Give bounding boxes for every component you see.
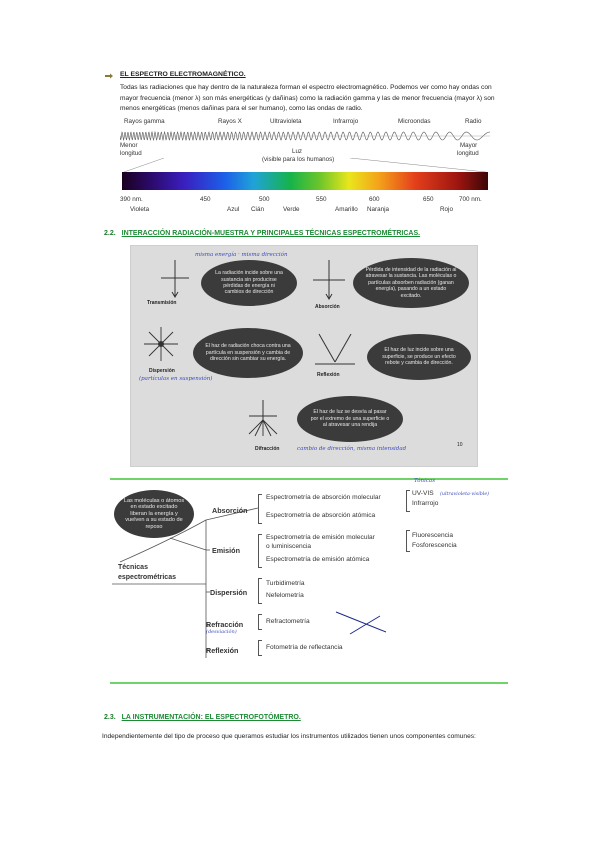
spectrum-label-ir: Infrarrojo	[333, 118, 359, 125]
spectrum-center-label-1: Luz	[292, 148, 302, 155]
brace-uv	[406, 490, 410, 512]
handwritten-note-refraccion: (desviación)	[206, 629, 237, 635]
spectrum-figure: Rayos gamma Rayos X Ultravioleta Infrarr…	[120, 118, 490, 218]
interaction-diagram-photo: misma energía · misma dirección La radia…	[130, 245, 478, 467]
subsection-2-3-heading: 2.3. LA INSTRUMENTACIÓN: EL ESPECTROFOTÓ…	[104, 714, 301, 721]
dispersion-burst-icon	[144, 327, 178, 361]
brace-refraccion	[258, 614, 262, 630]
handwritten-note-dispersion: (partículas en suspensión)	[139, 376, 213, 382]
reflection-arrow-icon	[315, 333, 355, 365]
item-abs-molecular: Espectrometría de absorción molecular	[266, 494, 381, 501]
techniques-title-1: Técnicas	[118, 564, 148, 571]
color-label-azul: Azul	[227, 206, 240, 213]
category-refraccion: Refracción	[206, 620, 244, 629]
spectrum-label-gamma: Rayos gamma	[124, 118, 165, 125]
spectrum-label-uv: Ultravioleta	[270, 118, 302, 125]
spectrum-label-radio: Radio	[465, 118, 482, 125]
tree-lines	[112, 507, 387, 658]
category-emision: Emisión	[212, 546, 240, 555]
item-fosforescencia: Fosforescencia	[412, 542, 457, 549]
item-fotometria-reflectancia: Fotometría de reflectancia	[266, 644, 343, 651]
label-reflexion: Reflexión	[317, 372, 340, 378]
item-uv-vis: UV-VIS	[412, 490, 434, 497]
handwritten-note-diffraction: cambio de dirección, misma intensidad	[297, 446, 407, 452]
nm-label-700: 700 nm.	[459, 196, 482, 203]
transmission-arrow-icon	[161, 260, 189, 298]
color-label-naranja: Naranja	[367, 206, 390, 213]
item-emi-molecular: Espectrometría de emisión molecular	[266, 534, 375, 541]
subsection-title: LA INSTRUMENTACIÓN: EL ESPECTROFOTÓMETRO…	[121, 714, 301, 721]
spectrum-left-label-1: Menor	[120, 142, 138, 149]
item-emi-luminiscencia: o luminiscencia	[266, 543, 312, 550]
brace-reflexion	[258, 640, 262, 656]
color-label-verde: Verde	[283, 206, 300, 213]
spectrum-label-xray: Rayos X	[218, 118, 242, 125]
spectrum-left-label-2: longitud	[120, 150, 142, 157]
bubble-absorcion: Pérdida de intensidad de la radiación al…	[353, 258, 469, 308]
label-difraccion: Difracción	[255, 446, 280, 452]
wave-graphic	[120, 130, 490, 142]
spectrum-right-label-2: longitud	[457, 150, 479, 157]
item-nefelometria: Nefelometría	[266, 592, 304, 599]
subsection-number: 2.3.	[104, 714, 116, 721]
brace-absorcion	[258, 494, 262, 524]
closing-paragraph: Independientemente del tipo de proceso q…	[102, 733, 476, 740]
nm-label-550: 550	[316, 196, 327, 203]
section-paragraph: Todas las radiaciones que hay dentro de …	[120, 84, 495, 112]
techniques-title-2: espectrométricas	[118, 574, 176, 581]
nm-label-500: 500	[259, 196, 270, 203]
nm-label-450: 450	[200, 196, 211, 203]
color-label-amarillo: Amarillo	[335, 206, 358, 213]
spectrum-center-label-2: (visible para los humanos)	[262, 156, 335, 163]
subsection-number: 2.2.	[104, 230, 116, 237]
color-label-cian: Cián	[251, 206, 264, 213]
category-dispersion: Dispersión	[210, 588, 248, 597]
diffraction-fan-icon	[248, 400, 278, 437]
category-absorcion: Absorción	[212, 506, 248, 515]
nm-label-600: 600	[369, 196, 380, 203]
brace-dispersion	[258, 578, 262, 604]
spectrum-label-microwave: Microondas	[398, 118, 431, 125]
photo-page-number: 10	[457, 442, 463, 448]
bubble-transmision: La radiación incide sobre una sustancia …	[201, 260, 297, 306]
bubble-reflexion: El haz de luz incide sobre una superfici…	[367, 334, 471, 380]
bubble-emission-note: Las moléculas o átomos en estado excitad…	[114, 490, 194, 538]
absorption-arrow-icon	[313, 260, 345, 300]
item-emi-atomica: Espectrometría de emisión atómica	[266, 556, 370, 563]
techniques-table-photo: Las moléculas o átomos en estado excitad…	[110, 478, 508, 684]
handwritten-note-tecnicas: Tónicas	[414, 478, 436, 484]
label-transmision: Transmisión	[147, 300, 177, 306]
bubble-dispersion: El haz de radiación choca contra una par…	[193, 328, 303, 378]
spectrum-connector-lines	[123, 158, 487, 173]
hand-pointer-icon	[105, 73, 113, 79]
nm-label-390: 390 nm.	[120, 196, 143, 203]
label-dispersion: Dispersión	[149, 368, 175, 374]
item-infrarrojo: Infrarrojo	[412, 500, 439, 507]
label-absorcion: Absorción	[315, 304, 340, 310]
brace-emision	[258, 534, 262, 568]
visible-spectrum-bar	[122, 172, 488, 190]
spectrum-right-label-1: Mayor	[460, 142, 478, 149]
subsection-2-2-heading: 2.2. INTERACCIÓN RADIACIÓN-MUESTRA Y PRI…	[104, 230, 420, 237]
item-fluorescencia: Fluorescencia	[412, 532, 454, 539]
handwritten-note-uv: (ultravioleta-visible)	[440, 492, 490, 497]
item-abs-atomica: Espectrometría de absorción atómica	[266, 512, 376, 519]
item-refractometria: Refractometría	[266, 618, 310, 625]
item-turbidimetria: Turbidimetría	[266, 580, 305, 587]
nm-label-650: 650	[423, 196, 434, 203]
brace-luminiscencia	[406, 530, 410, 552]
category-reflexion: Reflexión	[206, 646, 239, 655]
bubble-difraccion: El haz de luz se desvía al pasar por el …	[297, 396, 403, 442]
section-title: EL ESPECTRO ELECTROMAGNÉTICO.	[120, 71, 246, 78]
subsection-title: INTERACCIÓN RADIACIÓN-MUESTRA Y PRINCIPA…	[121, 230, 421, 237]
color-label-violeta: Violeta	[130, 206, 150, 213]
handwritten-note-transmission: misma energía · misma dirección	[195, 252, 288, 258]
color-label-rojo: Rojo	[440, 206, 453, 213]
